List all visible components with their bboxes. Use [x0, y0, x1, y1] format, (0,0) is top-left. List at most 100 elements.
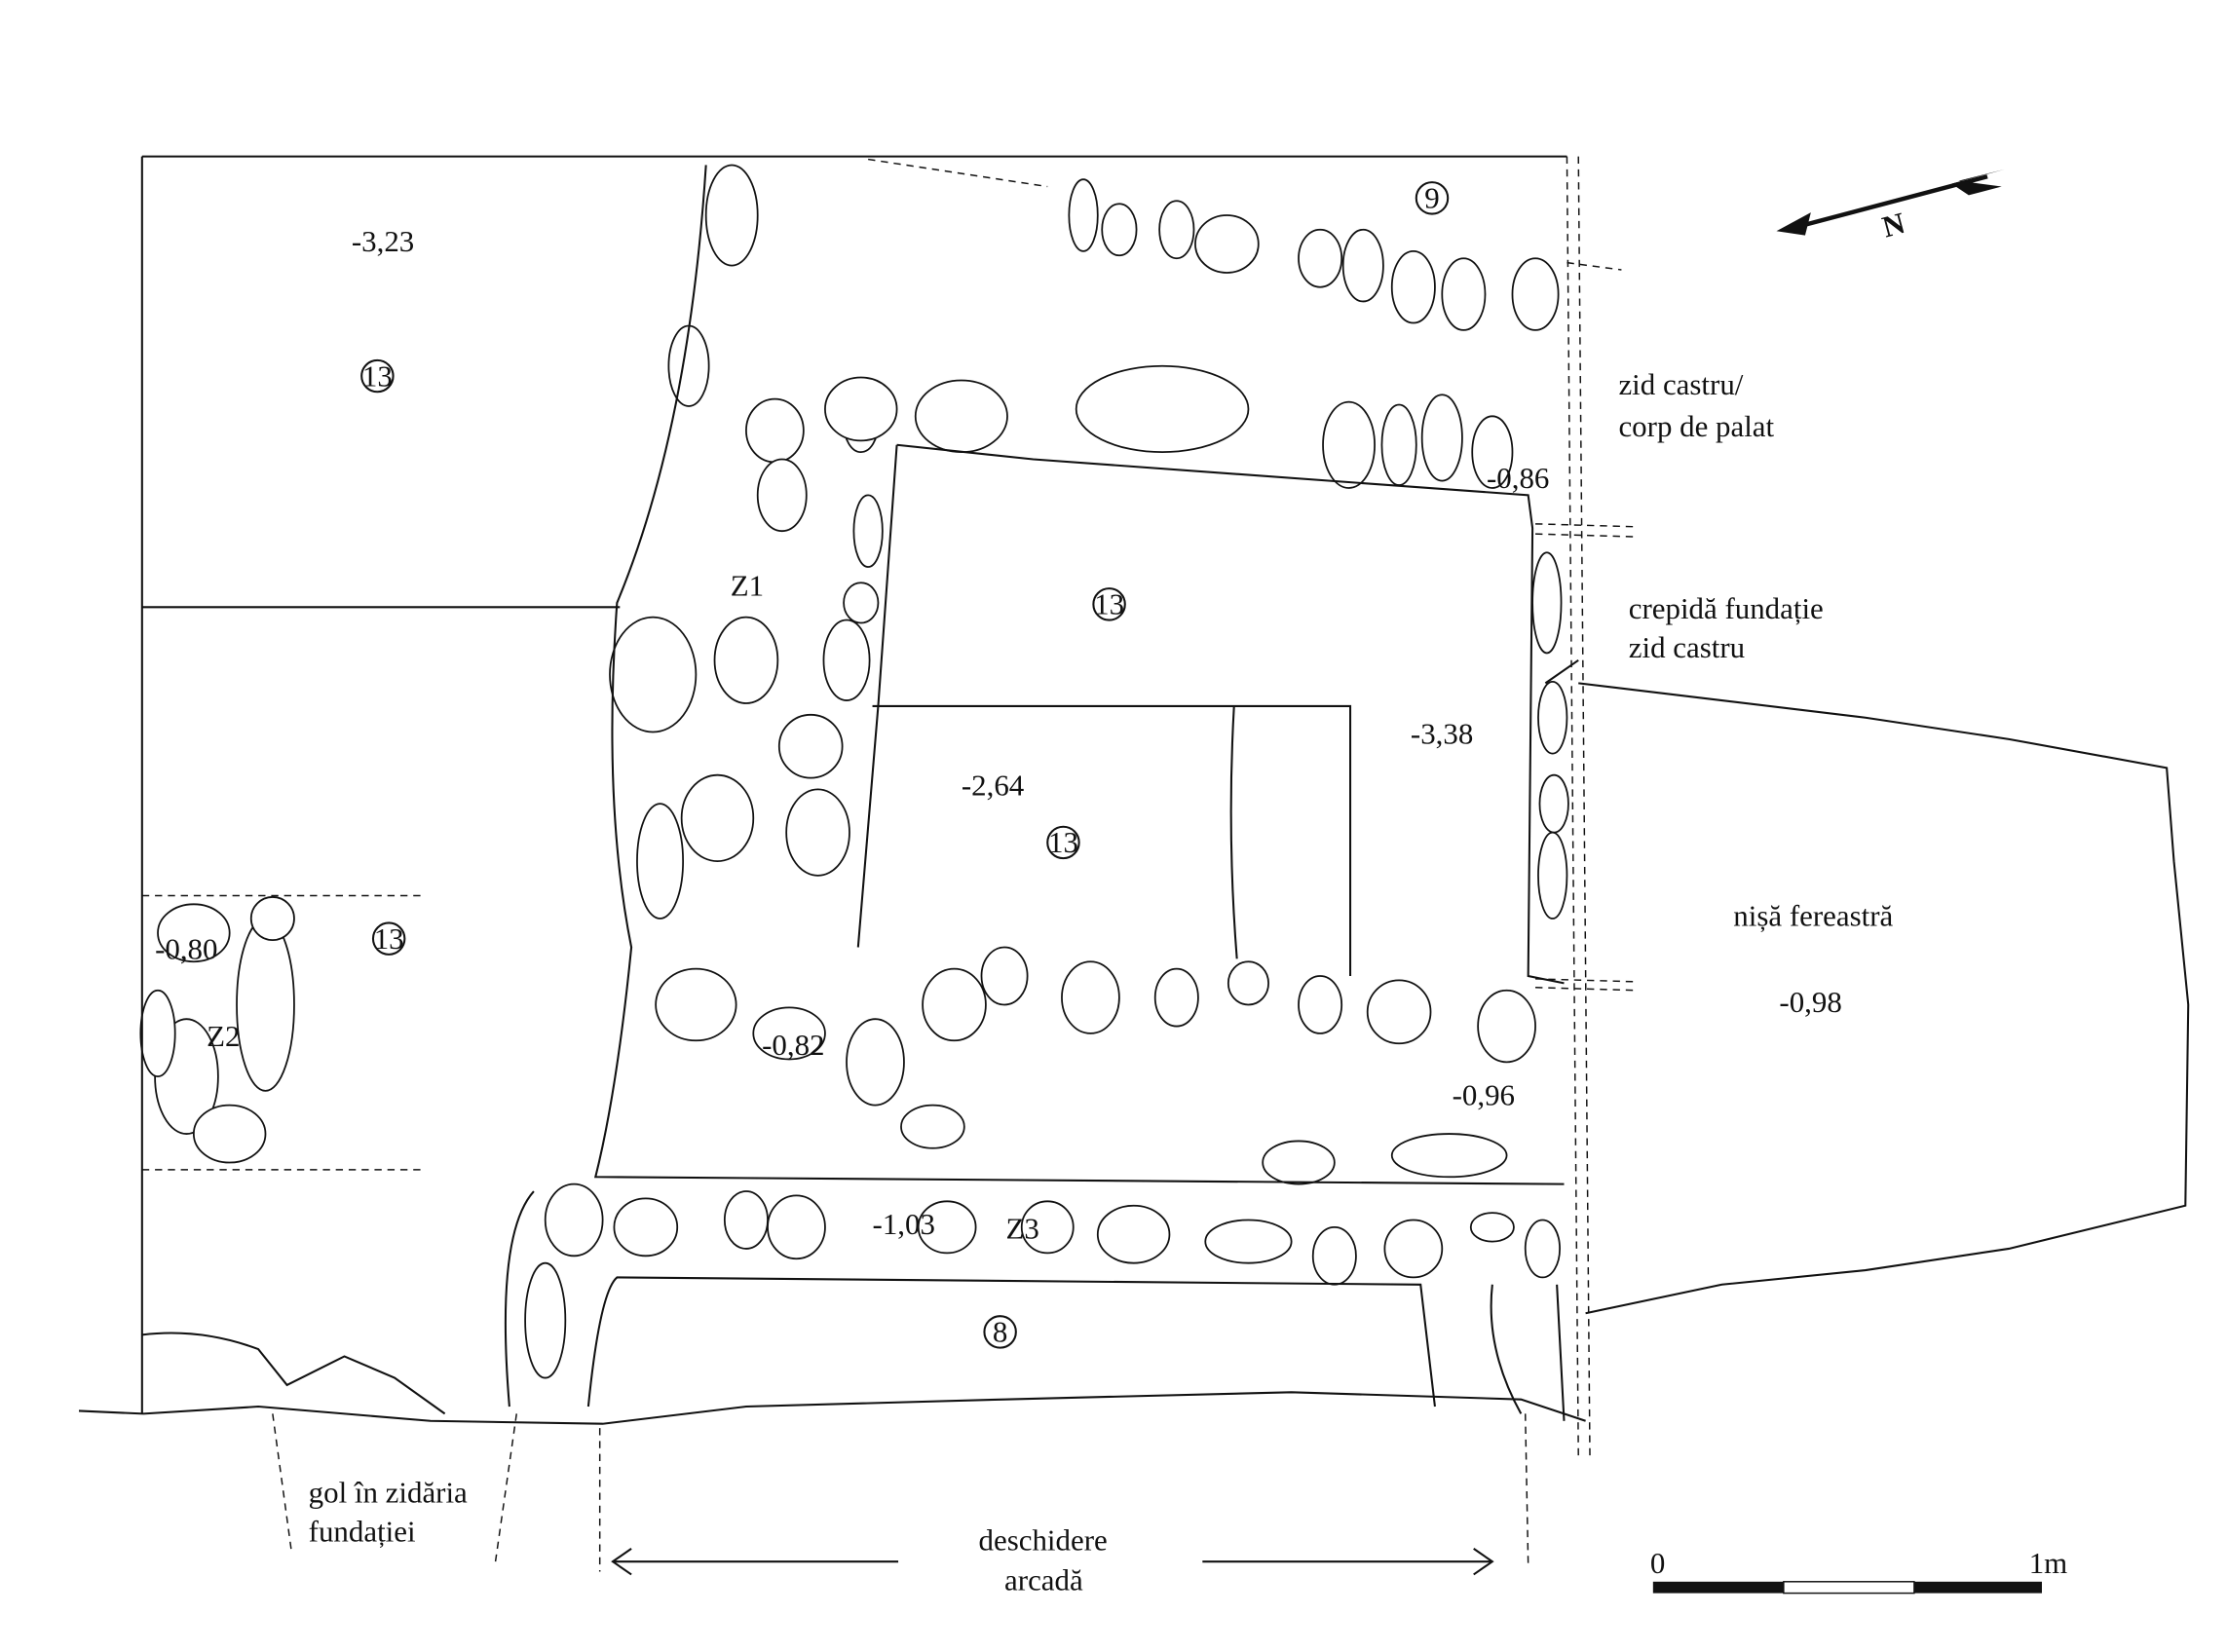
elevation-label: -0,86	[1487, 461, 1549, 495]
stone	[852, 494, 884, 568]
stone	[824, 376, 898, 442]
stone	[1204, 1219, 1293, 1264]
stone	[1531, 551, 1563, 655]
stone	[1262, 1140, 1336, 1185]
stone	[1311, 1225, 1357, 1286]
stone	[1153, 967, 1199, 1028]
stone	[1383, 1219, 1444, 1279]
stone	[192, 1104, 267, 1164]
elevation-label: -3,23	[352, 224, 414, 258]
stone	[1537, 831, 1568, 920]
stone	[1020, 1200, 1075, 1255]
annotation-deschidere: deschidere	[979, 1522, 1108, 1557]
stone	[1390, 1133, 1508, 1179]
wall-label-z1: Z1	[731, 568, 764, 602]
stone	[1298, 975, 1343, 1034]
masonry-stones	[139, 164, 1569, 1379]
layer-marker: 13	[360, 358, 395, 393]
stone	[900, 1104, 965, 1149]
annotation-nisa: nișă fereastră	[1733, 898, 1893, 932]
stone	[636, 803, 685, 920]
stone	[544, 1183, 604, 1258]
stone	[1511, 257, 1560, 331]
stone	[980, 946, 1029, 1006]
stone	[1298, 228, 1343, 288]
stone	[1390, 249, 1436, 324]
stone	[1158, 200, 1195, 260]
stone	[713, 616, 779, 704]
stone	[1068, 178, 1099, 252]
north-letter: N	[1878, 206, 1908, 244]
stone	[1194, 214, 1260, 274]
stone	[777, 713, 844, 779]
svg-text:8: 8	[993, 1315, 1007, 1349]
elevation-label: -3,38	[1411, 716, 1473, 750]
scale-bar: 0 1m	[1650, 1546, 2068, 1595]
elevation-label: -0,80	[155, 931, 217, 965]
stone	[1537, 681, 1568, 755]
arcade-span-arrow	[611, 1548, 1494, 1576]
annotation-gol: gol în zidăria	[309, 1476, 468, 1510]
stone	[756, 458, 808, 533]
stone	[613, 1197, 679, 1258]
layer-marker: 8	[983, 1315, 1017, 1349]
elevation-label: -1,03	[873, 1207, 935, 1241]
stone	[1061, 960, 1120, 1034]
layer-marker: 13	[371, 921, 406, 956]
stone	[1524, 1219, 1561, 1279]
stone	[609, 616, 698, 733]
layer-markers: 13 13 13 13 9 8	[360, 181, 1450, 1349]
stone	[1096, 1204, 1171, 1264]
layer-marker: 13	[1092, 587, 1126, 621]
elevation-labels: -3,23 -2,64 -3,38 -0,86 -0,80 -0,82 -0,9…	[155, 224, 1842, 1246]
svg-text:13: 13	[362, 358, 393, 393]
stone	[655, 967, 737, 1042]
stone	[1366, 979, 1432, 1045]
north-arrow-icon: N	[1776, 169, 2005, 244]
stone	[157, 903, 231, 963]
stone	[236, 918, 295, 1092]
elevation-label: -0,98	[1779, 985, 1841, 1019]
svg-text:13: 13	[374, 921, 404, 956]
layer-marker: 13	[1046, 825, 1080, 859]
scale-end: 1m	[2029, 1546, 2068, 1580]
annotation-crepida: zid castru	[1629, 630, 1745, 664]
svg-text:13: 13	[1048, 825, 1078, 859]
stone	[524, 1261, 567, 1379]
stone	[785, 788, 850, 877]
stone	[922, 967, 987, 1042]
svg-text:13: 13	[1094, 587, 1124, 621]
stone	[704, 164, 759, 267]
annotation-crepida: crepidă fundație	[1629, 591, 1824, 625]
stone	[917, 1200, 977, 1255]
wall-label-z3: Z3	[1006, 1212, 1039, 1246]
stone	[767, 1194, 826, 1260]
stone	[914, 379, 1008, 454]
annotation-gol: fundației	[309, 1515, 416, 1549]
layer-marker: 9	[1415, 181, 1450, 215]
stone	[1380, 403, 1417, 486]
stone	[1469, 1212, 1515, 1243]
stone	[680, 773, 755, 862]
stone	[1322, 400, 1376, 489]
stone	[745, 397, 805, 464]
elevation-label: -0,82	[762, 1028, 824, 1062]
stone	[723, 1190, 769, 1250]
stone	[752, 1006, 826, 1061]
stone	[139, 989, 176, 1078]
stone	[1341, 228, 1384, 303]
wall-label-z2: Z2	[207, 1019, 240, 1053]
elevation-label: -2,64	[962, 768, 1024, 802]
stone	[1101, 203, 1138, 257]
stone	[667, 324, 710, 407]
elevation-label: -0,96	[1453, 1078, 1515, 1112]
stone	[1420, 394, 1463, 482]
stone	[1538, 773, 1569, 834]
stone	[1477, 989, 1536, 1064]
stone	[1471, 415, 1514, 489]
stone	[822, 619, 871, 701]
annotation-deschidere: arcadă	[1004, 1563, 1083, 1597]
scale-start: 0	[1650, 1546, 1665, 1580]
trench-outlines	[78, 155, 1637, 1572]
